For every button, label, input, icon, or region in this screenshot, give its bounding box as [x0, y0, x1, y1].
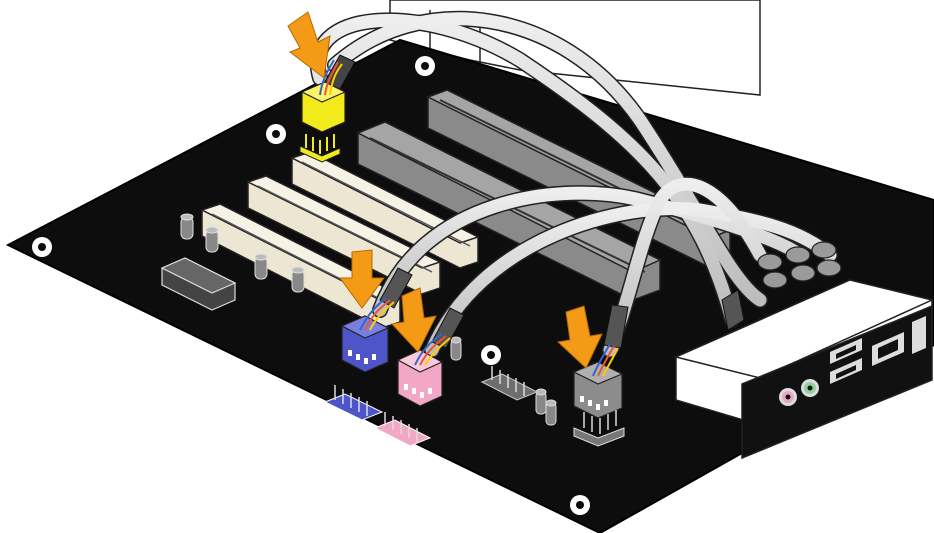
capacitors — [180, 213, 557, 426]
mounting-hole-icon — [266, 124, 286, 144]
blue-connector — [340, 315, 390, 373]
gray-header-arrow — [556, 305, 603, 369]
firewire-port-icon — [872, 332, 904, 366]
wire-bundles — [319, 59, 619, 377]
mounting-hole-icon — [570, 495, 590, 515]
blue-header-arrow — [339, 249, 385, 309]
pink-header-arrow — [391, 287, 437, 353]
cables — [309, 10, 838, 358]
audio-jack-icon — [779, 388, 797, 406]
usb-port-icon — [830, 338, 862, 364]
gray-pin-header — [480, 366, 539, 401]
mounting-hole-icon — [481, 345, 501, 365]
pink-pin-header — [373, 412, 432, 447]
small-header-block — [160, 257, 237, 311]
mounting-hole-icon — [32, 237, 52, 257]
firewire-port-icon — [912, 316, 926, 354]
mounting-holes — [32, 56, 590, 515]
pink-connector — [396, 349, 444, 407]
cable-clips — [757, 241, 842, 289]
audio-jack-icon — [801, 379, 819, 397]
usb-port-icon — [830, 358, 862, 384]
cable-sleeves — [319, 54, 745, 349]
pci-slot-2 — [246, 175, 442, 295]
yellow-header-arrow — [287, 11, 331, 79]
front-panel-box — [673, 279, 934, 460]
blue-pin-header — [323, 385, 384, 421]
yellow-connector — [299, 81, 347, 163]
mounting-hole-icon — [415, 56, 435, 76]
